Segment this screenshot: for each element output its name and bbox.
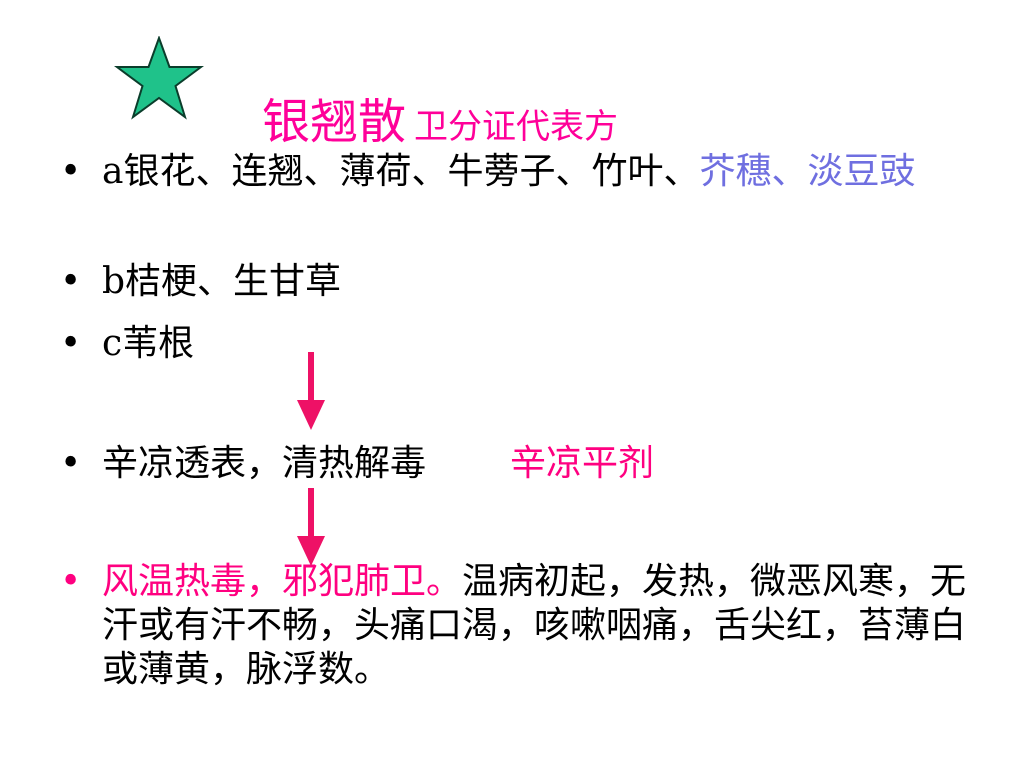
down-arrow-icon [297, 488, 325, 566]
bullet-text: a银花、连翘、薄荷、牛蒡子、竹叶、芥穗、淡豆豉 [102, 150, 982, 194]
bullet-text-part: c苇根 [102, 323, 195, 364]
bullet-marker: • [60, 151, 82, 192]
slide-title: 银翘散卫分证代表方 [262, 98, 618, 146]
bullet-text: b桔梗、生甘草 [102, 260, 982, 304]
bullet-text-highlight: 风温热毒，邪犯肺卫。 [102, 561, 463, 602]
bullet-text: 辛凉透表，清热解毒 辛凉平剂 [102, 442, 982, 486]
title-subtitle: 卫分证代表方 [414, 107, 619, 147]
bullet-marker: • [60, 323, 82, 364]
bullet-text-highlight: 辛凉平剂 [510, 443, 655, 484]
bullet-text-part: 温病初起，发热，微恶风寒，无汗或有汗不畅，头痛口渴，咳嗽咽痛，舌尖红，苔薄白或薄… [102, 561, 967, 690]
bullet-text-part: b桔梗、生甘草 [102, 261, 342, 302]
bullet-text-highlight: 芥穗、淡豆豉 [699, 151, 916, 192]
star-icon [114, 36, 204, 120]
bullet-marker: • [60, 261, 82, 302]
title-main: 银翘散 [262, 94, 407, 150]
bullet-text-part: a银花、连翘、薄荷、牛蒡子、竹叶、 [102, 151, 700, 192]
bullet-text-part: 辛凉透表，清热解毒 [102, 443, 427, 484]
bullet-marker: • [60, 561, 82, 602]
bullet-marker: • [60, 443, 82, 484]
down-arrow-icon [297, 352, 325, 430]
bullet-text: 风温热毒，邪犯肺卫。温病初起，发热，微恶风寒，无汗或有汗不畅，头痛口渴，咳嗽咽痛… [102, 560, 982, 692]
bullet-text: c苇根 [102, 322, 982, 366]
